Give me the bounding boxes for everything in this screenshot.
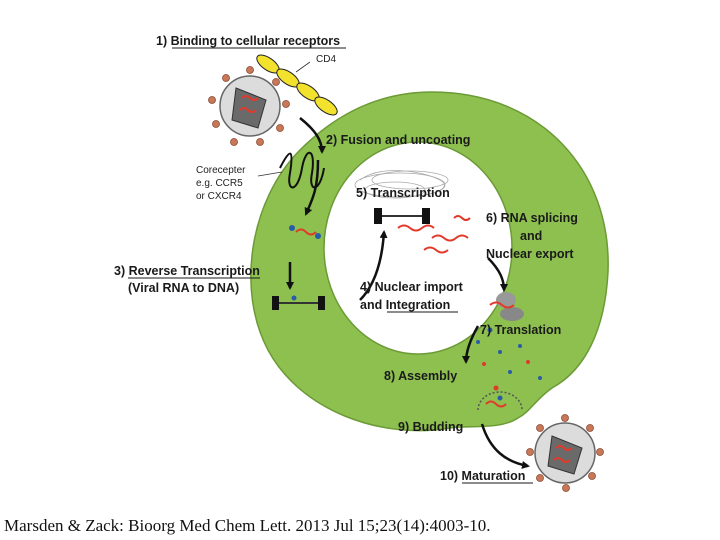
mature-virion xyxy=(526,414,604,492)
budding-virion xyxy=(477,391,523,411)
label-step1: 1) Binding to cellular receptors xyxy=(156,34,340,48)
leader-lines xyxy=(257,61,311,177)
arrow-binding-to-fusion xyxy=(299,117,326,154)
label-step6b: and xyxy=(520,229,542,243)
label-coreceptor-3: or CXCR4 xyxy=(196,191,242,202)
coreceptor-coil xyxy=(279,151,325,189)
arrow-budding-to-maturation xyxy=(480,423,530,469)
provirus-dna xyxy=(374,208,430,224)
label-step6a: 6) RNA splicing xyxy=(486,211,578,225)
arrow-rt-to-integration xyxy=(359,230,388,301)
label-step4a: 4) Nuclear import xyxy=(360,280,464,294)
label-step5: 5) Transcription xyxy=(356,186,450,200)
label-step9: 9) Budding xyxy=(398,420,463,434)
label-step2: 2) Fusion and uncoating xyxy=(326,133,470,147)
label-step7: 7) Translation xyxy=(480,323,561,337)
viral-proteins xyxy=(476,327,542,391)
label-coreceptor-2: e.g. CCR5 xyxy=(196,178,243,189)
cd4-receptor xyxy=(256,54,338,116)
citation: Marsden & Zack: Bioorg Med Chem Lett. 20… xyxy=(4,516,491,535)
label-cd4: CD4 xyxy=(316,54,336,65)
arrow-translation-to-assembly xyxy=(462,325,480,364)
label-step10: 10) Maturation xyxy=(440,469,525,483)
incoming-virion xyxy=(208,66,290,146)
label-step8: 8) Assembly xyxy=(384,369,457,383)
arrow-export-to-translation xyxy=(487,257,508,292)
label-step6c: Nuclear export xyxy=(486,247,574,261)
ribosome xyxy=(489,292,524,321)
arrow-fusion-to-rt xyxy=(304,159,320,216)
rna-transcripts xyxy=(397,215,471,254)
reverse-transcription-complex xyxy=(272,225,325,310)
process-arrows xyxy=(286,117,530,469)
label-coreceptor-1: Corecepter xyxy=(196,165,246,176)
label-step3a: 3) Reverse Transcription xyxy=(114,264,260,278)
label-step3b: (Viral RNA to DNA) xyxy=(128,281,239,295)
label-step4b: and Integration xyxy=(360,298,450,312)
chromatin xyxy=(354,170,449,199)
